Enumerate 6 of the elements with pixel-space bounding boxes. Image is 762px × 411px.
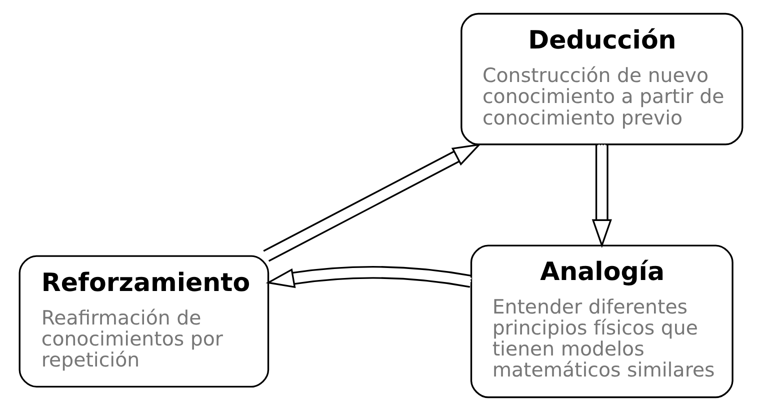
node-box: Reforzamiento Reafirmación de conocimientos por repetición (18, 255, 270, 388)
node-box: Analogía Entender diferentes principios físicos que tienen modelos matemáticos similares (470, 244, 734, 398)
node-box: Deducción Construcción de nuevo conocimiento a partir de conocimiento previo (460, 12, 744, 146)
arrow (263, 143, 482, 262)
arrow (266, 266, 472, 288)
arrow (592, 144, 612, 248)
